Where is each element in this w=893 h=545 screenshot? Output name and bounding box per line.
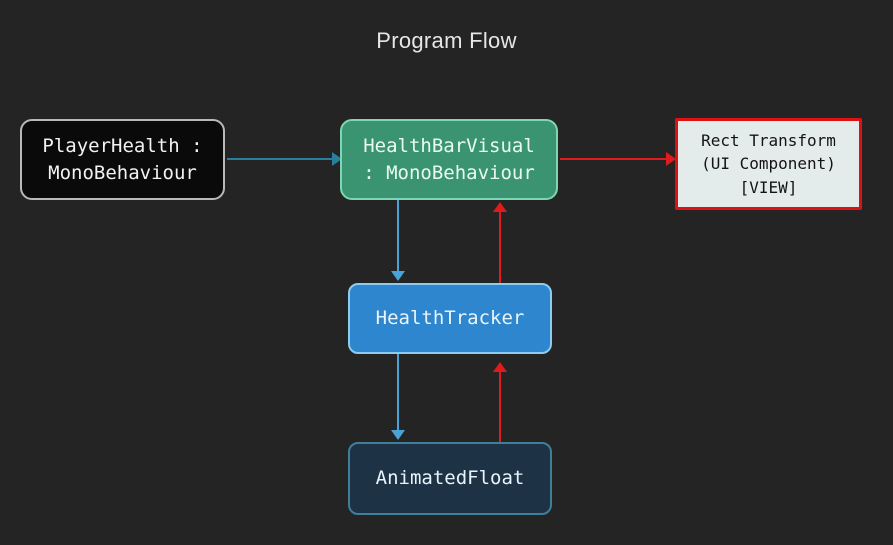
- node-label-line: : MonoBehaviour: [363, 161, 535, 184]
- node-label-line: HealthTracker: [375, 307, 525, 330]
- arrowhead-down-icon: [391, 271, 405, 281]
- arrowhead-up-icon: [493, 362, 507, 372]
- node-health-tracker[interactable]: HealthTracker: [348, 283, 552, 354]
- node-rect-transform[interactable]: Rect Transform (UI Component) [VIEW]: [675, 118, 862, 210]
- arrowhead-right-icon: [332, 152, 342, 166]
- edge-health-bar-visual-to-health-tracker: [397, 200, 399, 273]
- node-animated-float[interactable]: AnimatedFloat: [348, 442, 552, 515]
- edge-health-bar-visual-to-rect-transform: [560, 158, 668, 160]
- node-player-health[interactable]: PlayerHealth : MonoBehaviour: [20, 119, 225, 200]
- node-label-line: PlayerHealth :: [42, 134, 203, 157]
- node-label-line: Rect Transform: [701, 131, 836, 151]
- edge-health-tracker-to-animated-float: [397, 354, 399, 432]
- arrowhead-down-icon: [391, 430, 405, 440]
- node-label-line: (UI Component): [701, 154, 836, 174]
- page-title: Program Flow: [376, 28, 517, 53]
- arrowhead-up-icon: [493, 202, 507, 212]
- edge-health-tracker-to-health-bar-visual: [499, 212, 501, 283]
- edge-animated-float-to-health-tracker: [499, 372, 501, 442]
- node-health-bar-visual[interactable]: HealthBarVisual : MonoBehaviour: [340, 119, 558, 200]
- edge-player-health-to-health-bar-visual: [227, 158, 334, 160]
- node-label-line: [VIEW]: [739, 177, 798, 197]
- arrowhead-right-icon: [666, 152, 676, 166]
- node-label-line: AnimatedFloat: [375, 467, 525, 490]
- node-label-line: MonoBehaviour: [48, 161, 197, 184]
- node-label-line: HealthBarVisual: [363, 134, 535, 157]
